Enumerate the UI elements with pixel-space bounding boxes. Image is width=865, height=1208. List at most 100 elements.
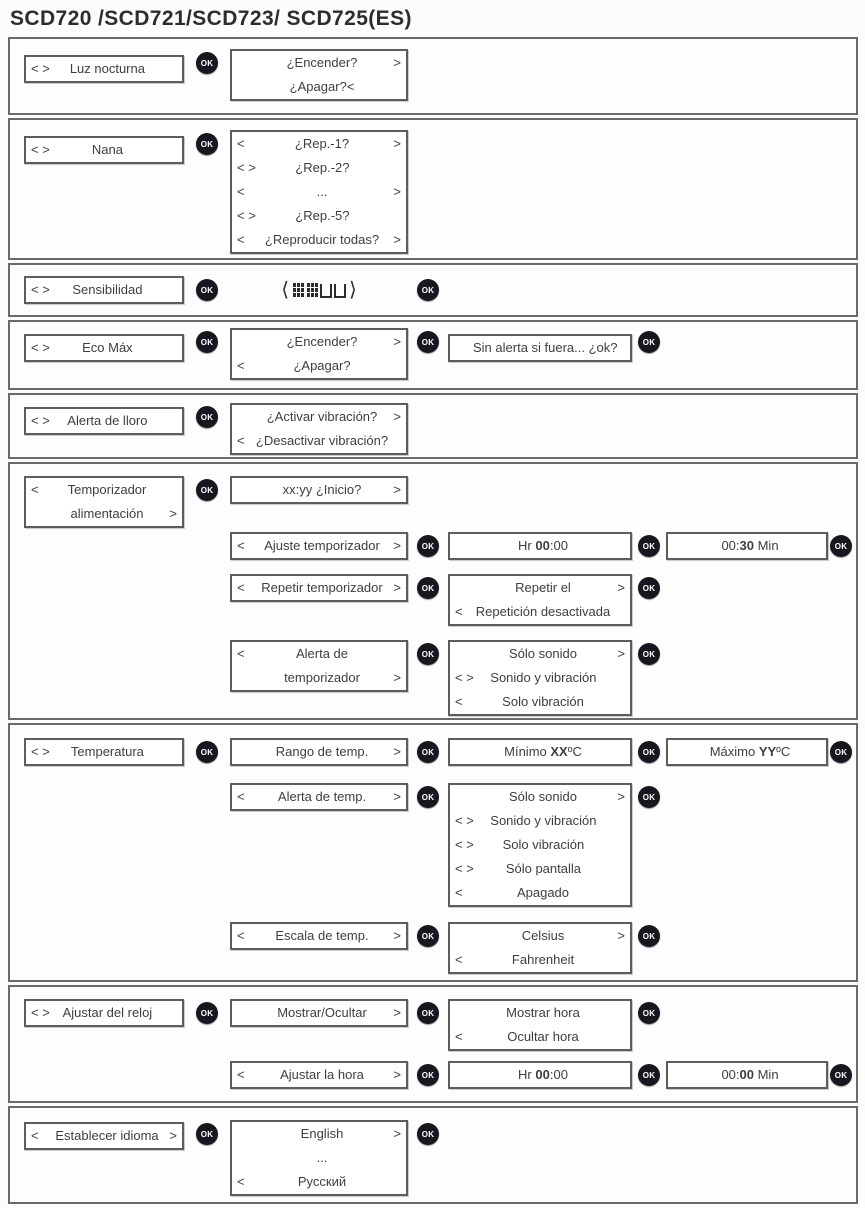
text: Mínimo <box>504 744 551 759</box>
line-text: Sólo sonido <box>509 789 577 804</box>
line-text: ¿Apagar?< <box>289 79 355 94</box>
left-marker: < <box>237 1174 245 1189</box>
text: Hr <box>518 1067 536 1082</box>
ok-button[interactable]: OK <box>830 535 852 557</box>
ok-button[interactable]: OK <box>417 331 439 353</box>
left-marker: < <box>237 136 245 151</box>
ok-button[interactable]: OK <box>417 1002 439 1024</box>
ok-button[interactable]: OK <box>196 1123 218 1145</box>
ok-button[interactable]: OK <box>196 331 218 353</box>
ok-button[interactable]: OK <box>196 1002 218 1024</box>
screen-line: < >Eco Máx <box>26 336 182 360</box>
left-marker: < <box>455 694 463 709</box>
menu-item-box: < >Ajustar del reloj <box>24 999 184 1027</box>
right-marker: > <box>393 136 401 151</box>
ok-button[interactable]: OK <box>638 786 660 808</box>
ok-slot: OK <box>408 574 448 599</box>
screen-line: alimentación> <box>26 502 182 526</box>
ok-button[interactable]: OK <box>638 1064 660 1086</box>
ok-button-label: OK <box>200 412 214 422</box>
ok-button[interactable]: OK <box>417 1064 439 1086</box>
ok-button[interactable]: OK <box>196 479 218 501</box>
menu-item-box: < >Sensibilidad <box>24 276 184 304</box>
ok-button[interactable]: OK <box>196 279 218 301</box>
screen-line: <Repetir temporizador> <box>232 576 406 600</box>
line-text: Temporizador <box>67 482 147 497</box>
ok-slot: OK <box>828 738 854 763</box>
ok-slot: OK <box>632 922 666 947</box>
line-text: Sonido y vibración <box>490 813 597 828</box>
ok-button-label: OK <box>642 792 656 802</box>
row-indent-spacer <box>24 783 230 784</box>
left-marker: < <box>237 1067 245 1082</box>
text: Min <box>753 538 779 553</box>
ok-button[interactable]: OK <box>417 925 439 947</box>
ok-button[interactable]: OK <box>638 1002 660 1024</box>
line-text: Repetir temporizador <box>261 580 383 595</box>
screen-line: Máximo YYºC <box>668 740 826 764</box>
ok-button[interactable]: OK <box>638 577 660 599</box>
left-marker: < <box>455 1029 463 1044</box>
ok-button[interactable]: OK <box>417 577 439 599</box>
ok-button-label: OK <box>642 931 656 941</box>
left-marker: < <box>455 604 463 619</box>
ok-button-label: OK <box>200 747 214 757</box>
ok-button[interactable]: OK <box>196 406 218 428</box>
ok-button[interactable]: OK <box>638 643 660 665</box>
ok-button[interactable]: OK <box>830 741 852 763</box>
right-marker: > <box>393 482 401 497</box>
screen-line: <Escala de temp.> <box>232 924 406 948</box>
right-marker: > <box>393 928 401 943</box>
ok-button-label: OK <box>642 1070 656 1080</box>
ok-button[interactable]: OK <box>638 925 660 947</box>
screen-line: Hr 00:00 <box>450 534 630 558</box>
ok-button[interactable]: OK <box>638 535 660 557</box>
screen-line: < >¿Rep.-2? <box>232 156 406 180</box>
left-marker: < > <box>31 413 50 428</box>
ok-button-label: OK <box>200 58 214 68</box>
ok-button[interactable]: OK <box>196 741 218 763</box>
ok-button[interactable]: OK <box>417 535 439 557</box>
ok-button[interactable]: OK <box>417 786 439 808</box>
left-marker: < <box>237 580 245 595</box>
row-indent-spacer <box>24 922 230 923</box>
line-text: ... <box>316 184 328 199</box>
screen-line: <Ajustar la hora> <box>232 1063 406 1087</box>
ok-button-label: OK <box>642 649 656 659</box>
line-text: Rango de temp. <box>275 744 369 759</box>
ok-button[interactable]: OK <box>196 133 218 155</box>
ok-button-label: OK <box>200 1129 214 1139</box>
line-text: Repetición desactivada <box>475 604 611 619</box>
open-bracket: ⟨ <box>281 279 289 301</box>
right-marker: > <box>393 1126 401 1141</box>
ok-button[interactable]: OK <box>830 1064 852 1086</box>
ok-button-label: OK <box>421 747 435 757</box>
ok-button[interactable]: OK <box>196 52 218 74</box>
left-marker: < > <box>31 61 50 76</box>
text: Máximo <box>709 744 759 759</box>
ok-button[interactable]: OK <box>417 741 439 763</box>
display-screen-box: ¿Encender?>¿Apagar?< <box>230 49 408 101</box>
ok-button-label: OK <box>200 1008 214 1018</box>
line-text: Solo vibración <box>502 694 584 709</box>
line-text: Mínimo XXºC <box>473 740 613 764</box>
ok-button[interactable]: OK <box>638 331 660 353</box>
menu-item-box: < >Alerta de lloro <box>24 407 184 435</box>
ok-button[interactable]: OK <box>417 643 439 665</box>
line-text: ¿Reproducir todas? <box>264 232 380 247</box>
ok-button[interactable]: OK <box>417 1123 439 1145</box>
text: 00: <box>721 538 740 553</box>
display-screen-box: xx:yy ¿Inicio?> <box>230 476 408 504</box>
ok-button[interactable]: OK <box>417 279 439 301</box>
ok-button[interactable]: OK <box>638 741 660 763</box>
